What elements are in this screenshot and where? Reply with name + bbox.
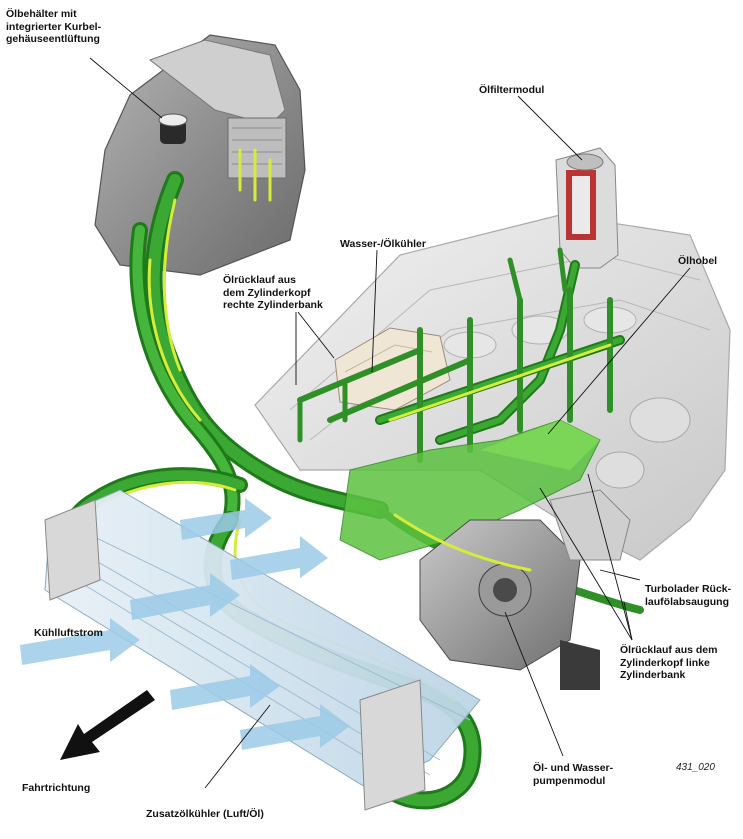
- label-oil-return-right-bank-line-2: dem Zylinderkopf: [223, 286, 311, 299]
- oil-plane: [339, 419, 601, 561]
- label-oil-tank-line-2: integrierter Kurbel-: [6, 20, 102, 33]
- label-cooling-air-stream: Kühlluftstrom: [34, 627, 103, 640]
- label-turbo-return-suction-line-2: laufölabsaugung: [645, 595, 729, 608]
- driving-direction-arrow: [60, 690, 155, 760]
- label-oil-return-left-bank-line-1: Ölrücklauf aus dem: [620, 644, 718, 656]
- figure-id: 431_020: [676, 762, 715, 773]
- label-oil-tank: Ölbehälter mit integrierter Kurbel- gehä…: [6, 8, 101, 46]
- label-oil-return-right-bank: Ölrücklauf aus dem Zylinderkopf rechte Z…: [223, 274, 323, 312]
- label-oil-water-pump-module-line-2: pumpenmodul: [533, 774, 606, 787]
- oil-pipe-network: [56, 171, 644, 810]
- label-oil-return-right-bank-line-3: rechte Zylinderbank: [223, 299, 323, 311]
- label-oil-water-pump-module: Öl- und Wasser- pumpenmodul: [533, 762, 613, 787]
- label-auxiliary-oil-cooler-line-1: Zusatzölkühler (Luft/Öl): [146, 808, 264, 820]
- label-oil-tank-line-3: gehäuseentlüftung: [6, 33, 100, 45]
- label-water-oil-cooler-line-1: Wasser-/Ölkühler: [340, 238, 426, 250]
- label-oil-return-left-bank-line-2: Zylinderkopf linke: [620, 656, 710, 669]
- label-oil-plane-line-1: Ölhobel: [678, 255, 718, 267]
- leader-lines: [89, 57, 691, 789]
- label-water-oil-cooler: Wasser-/Ölkühler: [340, 238, 426, 251]
- label-cooling-air-stream-line-1: Kühlluftstrom: [34, 627, 103, 639]
- label-oil-tank-line-1: Ölbehälter mit: [6, 8, 77, 20]
- label-oil-plane: Ölhobel: [678, 255, 717, 268]
- label-oil-filter-module: Ölfiltermodul: [479, 84, 544, 97]
- label-turbo-return-suction: Turbolader Rück- laufölabsaugung: [645, 583, 731, 608]
- label-oil-return-right-bank-line-1: Ölrücklauf aus: [223, 274, 296, 286]
- turbo-pump-module: [419, 489, 631, 690]
- label-oil-water-pump-module-line-1: Öl- und Wasser-: [533, 762, 614, 774]
- label-driving-direction: Fahrtrichtung: [22, 782, 90, 795]
- label-oil-return-left-bank-line-3: Zylinderbank: [620, 669, 686, 681]
- oil-tank: [94, 34, 306, 276]
- label-auxiliary-oil-cooler: Zusatzölkühler (Luft/Öl): [146, 808, 264, 821]
- label-turbo-return-suction-line-1: Turbolader Rück-: [645, 583, 732, 595]
- label-oil-return-left-bank: Ölrücklauf aus dem Zylinderkopf linke Zy…: [620, 644, 717, 682]
- auxiliary-oil-cooler: [44, 489, 481, 811]
- label-driving-direction-line-1: Fahrtrichtung: [22, 782, 91, 794]
- label-oil-filter-module-line-1: Ölfiltermodul: [479, 84, 545, 96]
- oil-filter-module: [555, 147, 619, 269]
- cooling-air-arrows: [20, 498, 350, 750]
